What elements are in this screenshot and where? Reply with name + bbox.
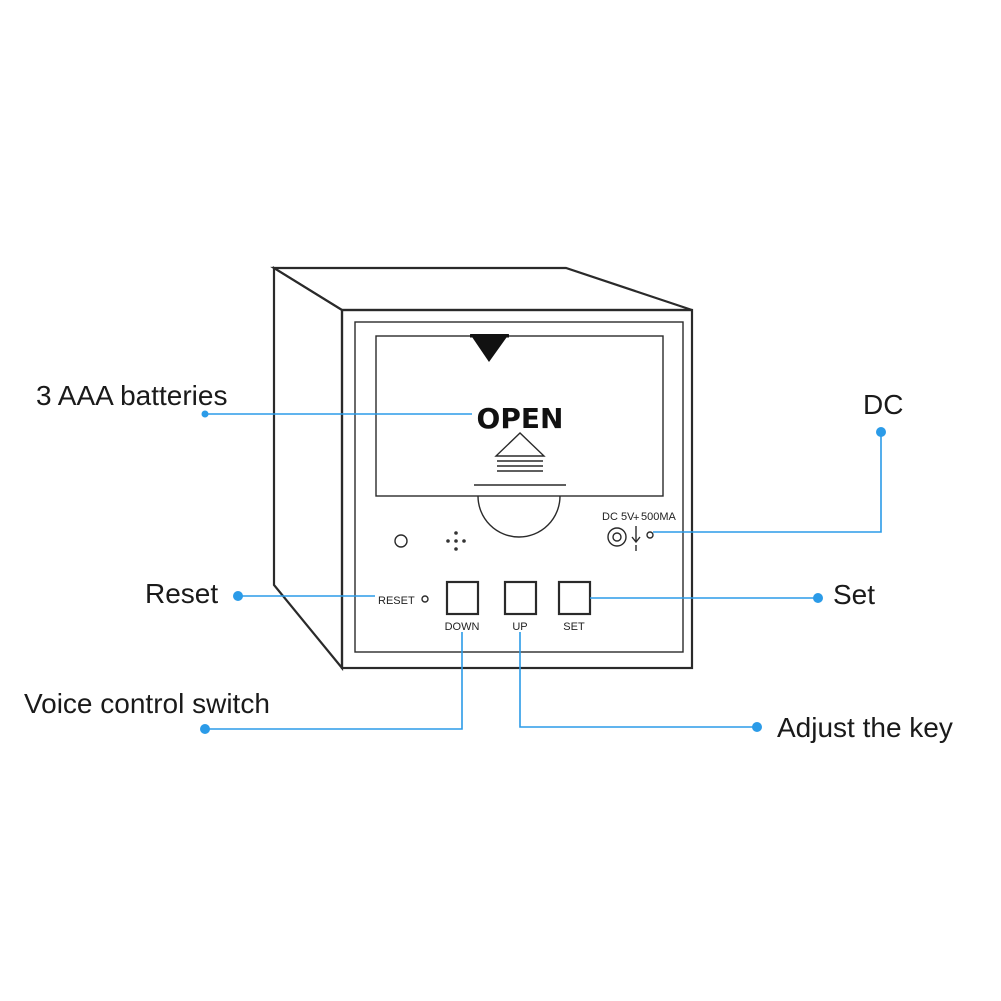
eject-icon <box>494 432 546 457</box>
down-button-label: DOWN <box>445 621 480 633</box>
up-button[interactable] <box>503 580 538 616</box>
callout-adjust: Adjust the key <box>777 712 953 743</box>
button-up[interactable]: UP <box>503 580 538 633</box>
dc-voltage-label: DC 5V <box>602 511 635 523</box>
front-bezel <box>354 321 684 653</box>
set-button[interactable] <box>557 580 592 616</box>
dc-leader <box>653 432 882 533</box>
left-face <box>272 266 344 672</box>
callout-dc: DC <box>863 389 903 420</box>
top-face <box>270 266 693 312</box>
device-body <box>270 266 694 672</box>
reset-label: RESET <box>378 595 415 607</box>
set-leader-dot <box>813 593 823 603</box>
voice-leader-dot <box>200 724 210 734</box>
dc-jack-outer <box>607 527 627 547</box>
adjust-leader-dot <box>752 722 762 732</box>
dc-plus-label: + <box>633 512 639 524</box>
callout-reset: Reset <box>145 578 218 609</box>
dc-port-icon <box>646 531 654 539</box>
button-down[interactable]: DOWN <box>445 580 480 633</box>
front-face <box>340 308 694 670</box>
light-sensor-icon <box>394 534 408 548</box>
down-button[interactable] <box>445 580 480 616</box>
battery-cover-panel <box>375 335 664 497</box>
open-label: OPEN <box>477 402 564 435</box>
dc-current-label: 500MA <box>641 511 677 523</box>
callout-voice: Voice control switch <box>24 688 270 719</box>
reset-pinhole[interactable] <box>421 595 429 603</box>
dc-polarity-arrow-icon <box>631 536 641 544</box>
microphone-icon <box>446 531 466 551</box>
up-button-label: UP <box>512 621 527 633</box>
dc-jack: DC 5V + 500MA <box>602 511 677 551</box>
batteries-leader-dot <box>201 410 209 418</box>
reset-leader-dot <box>233 591 243 601</box>
arrow-down-icon <box>470 334 509 362</box>
dc-leader-dot <box>876 427 886 437</box>
callout-set: Set <box>833 579 875 610</box>
button-set[interactable]: SET <box>557 580 592 633</box>
voice-leader <box>205 632 463 730</box>
callout-batteries: 3 AAA batteries <box>36 380 227 411</box>
dc-jack-inner <box>612 532 622 542</box>
adjust-leader <box>519 632 757 728</box>
cover-tab <box>477 495 561 538</box>
set-button-label: SET <box>563 621 585 633</box>
battery-cover: OPEN <box>375 334 664 538</box>
